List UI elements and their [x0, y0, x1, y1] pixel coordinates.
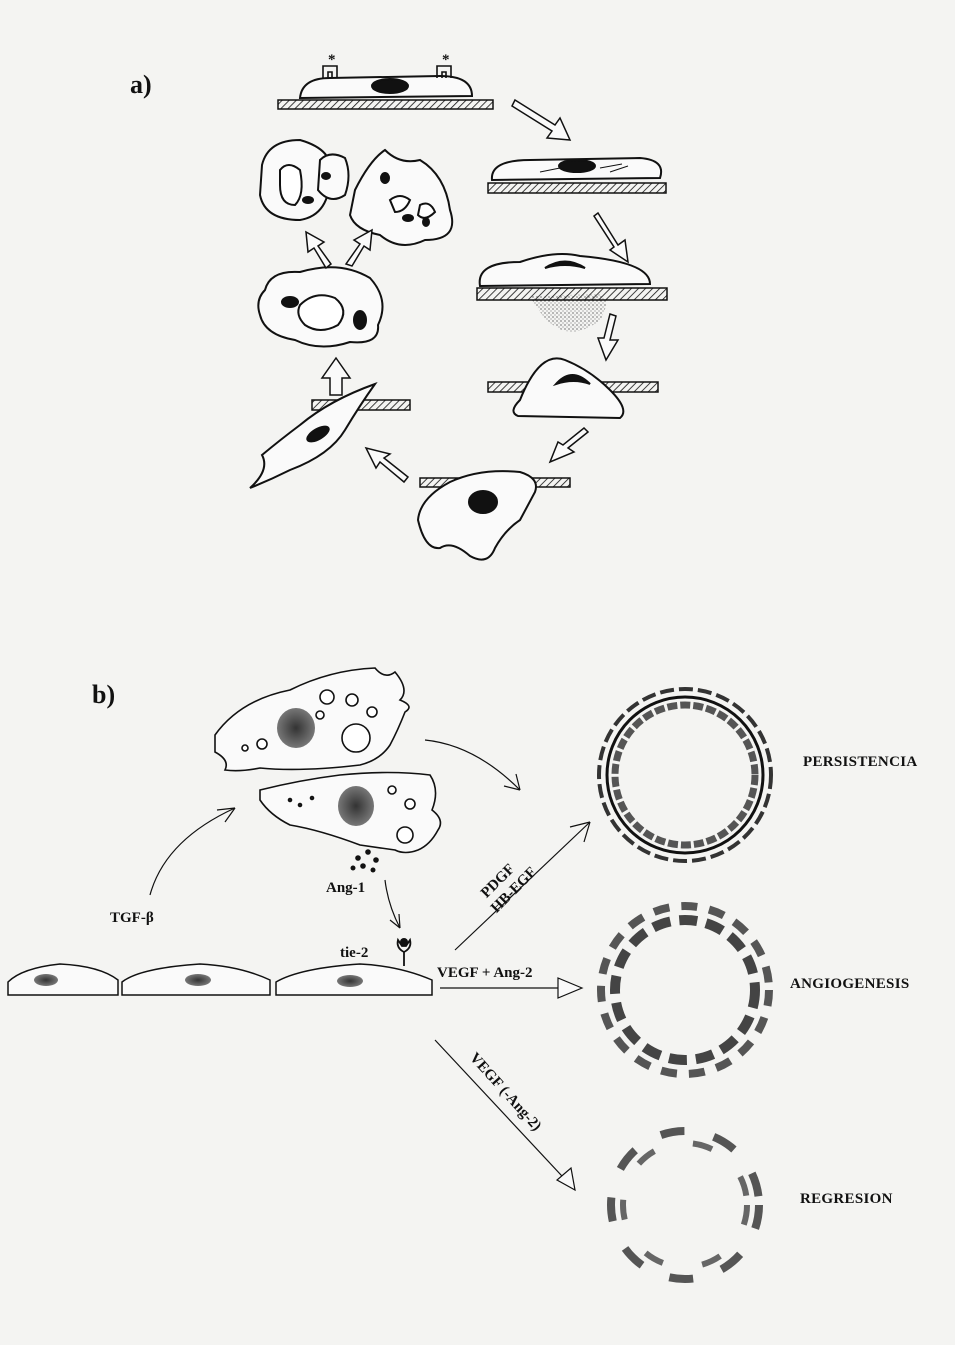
panel-a-diagram [249, 65, 668, 561]
arrow-a3 [596, 313, 620, 362]
endothelial-monolayer [7, 963, 433, 996]
arrow-a1 [511, 98, 572, 141]
cycle-arrows [305, 98, 629, 484]
marker-left: * [328, 52, 336, 68]
pericyte-cell-lower [259, 771, 442, 854]
panel-a-label: a) [130, 70, 152, 99]
tie2-receptor [396, 937, 412, 966]
arrow-a2 [592, 211, 629, 264]
outcome-regression: REGRESION [800, 1191, 893, 1207]
tube-cell-right [348, 148, 454, 246]
pericyte-cell-upper [214, 667, 410, 772]
invading-cell [416, 470, 571, 561]
outcome-persistence: PERSISTENCIA [803, 754, 918, 770]
membrane-degradation-cell [476, 253, 668, 332]
arrow-a4 [548, 426, 590, 464]
ang1-granules [350, 849, 379, 873]
vessel-angiogenesis [597, 902, 773, 1078]
panel-b-arrows [149, 739, 591, 1192]
outcome-angiogenesis: ANGIOGENESIS [790, 976, 910, 992]
factor-tie2: tie-2 [340, 945, 369, 961]
factor-ang1: Ang-1 [326, 880, 366, 896]
migrating-cell [487, 357, 659, 420]
panel-b-label: b) [92, 680, 116, 709]
vessel-persistence [597, 687, 773, 863]
marker-right: * [442, 52, 450, 68]
tube-cell-left [258, 138, 350, 222]
lumen-forming-cell [257, 266, 384, 348]
arrow-a6 [320, 356, 352, 396]
vessel-regression [607, 1127, 763, 1283]
flat-endothelial-cell [277, 65, 494, 110]
arrow-a5 [364, 446, 410, 484]
panel-b-diagram [7, 667, 773, 1283]
arrow-a8 [344, 228, 373, 267]
arrow-a7 [305, 230, 333, 270]
activated-cell [487, 156, 667, 194]
factor-vegf-ang2: VEGF + Ang-2 [437, 965, 533, 981]
sprouting-cell [249, 381, 411, 489]
factor-tgf-beta: TGF-β [110, 910, 154, 926]
